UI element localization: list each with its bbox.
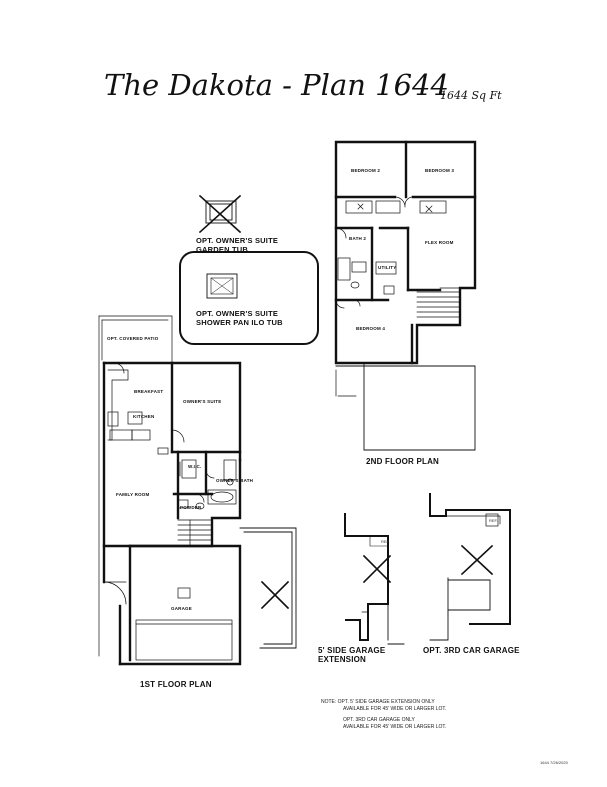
room-label-garage: GARAGE bbox=[171, 606, 192, 611]
room-label-bedroom-2: BEDROOM 2 bbox=[351, 168, 381, 173]
side-garage-caption-1: 5' SIDE GARAGE bbox=[318, 646, 386, 655]
garden-tub-label-1: OPT. OWNER'S SUITE bbox=[196, 236, 279, 245]
shower-pan-option bbox=[179, 251, 319, 345]
side-garage-extension-outline bbox=[239, 527, 297, 649]
room-label-kitchen: KITCHEN bbox=[133, 414, 155, 419]
first-floor-walls bbox=[102, 361, 242, 666]
square-footage: 1644 Sq Ft bbox=[440, 89, 502, 102]
note-line-2: AVAILABLE FOR 45' WIDE OR LARGER LOT. bbox=[343, 706, 447, 712]
room-label-owners-bath: OWNER'S BATH bbox=[216, 478, 254, 483]
room-label-bedroom-4: BEDROOM 4 bbox=[356, 326, 386, 331]
side-garage-option-drawing bbox=[344, 513, 405, 645]
footer-plan-date: 1644 7/26/2020 bbox=[540, 760, 568, 765]
room-label-family-room: FAMILY ROOM bbox=[116, 492, 150, 497]
room-label-powder: POWDER bbox=[180, 505, 202, 510]
note-line-1: NOTE: OPT. 5' SIDE GARAGE EXTENSION ONLY bbox=[321, 699, 435, 705]
side-garage-caption-2: EXTENSION bbox=[318, 655, 367, 664]
room-label-bedroom-3: BEDROOM 3 bbox=[425, 168, 455, 173]
plan-title: The Dakota - Plan 1644 bbox=[104, 68, 449, 102]
third-car-garage-caption: OPT. 3RD CAR GARAGE bbox=[423, 646, 520, 655]
room-label-breakfast: BREAKFAST bbox=[134, 389, 164, 394]
shower-option-label-2: SHOWER PAN ILO TUB bbox=[196, 318, 283, 327]
ref-label-side-garage: REF. bbox=[381, 539, 390, 544]
shower-option-label-1: OPT. OWNER'S SUITE bbox=[196, 309, 279, 318]
covered-patio-outline bbox=[98, 315, 173, 657]
room-label-owners-suite: OWNER'S SUITE bbox=[183, 399, 222, 404]
third-car-garage-option-drawing bbox=[429, 493, 511, 641]
room-label-utility: UTILITY bbox=[378, 265, 397, 270]
ref-label-third-car: REF. bbox=[489, 518, 498, 523]
room-label-flex-room: FLEX ROOM bbox=[425, 240, 454, 245]
note-line-4: AVAILABLE FOR 45' WIDE OR LARGER LOT. bbox=[343, 724, 447, 730]
room-label-bath-2: BATH 2 bbox=[349, 236, 367, 241]
note-line-3: OPT. 3RD CAR GARAGE ONLY bbox=[343, 717, 415, 723]
room-label-covered-patio: OPT. COVERED PATIO bbox=[107, 336, 159, 341]
second-floor-caption: 2ND FLOOR PLAN bbox=[366, 457, 440, 466]
garden-tub-label-2: GARDEN TUB bbox=[196, 245, 248, 254]
garden-tub-option bbox=[198, 194, 242, 234]
room-label-wic: W.I.C. bbox=[188, 464, 202, 469]
first-floor-caption: 1ST FLOOR PLAN bbox=[140, 680, 212, 689]
